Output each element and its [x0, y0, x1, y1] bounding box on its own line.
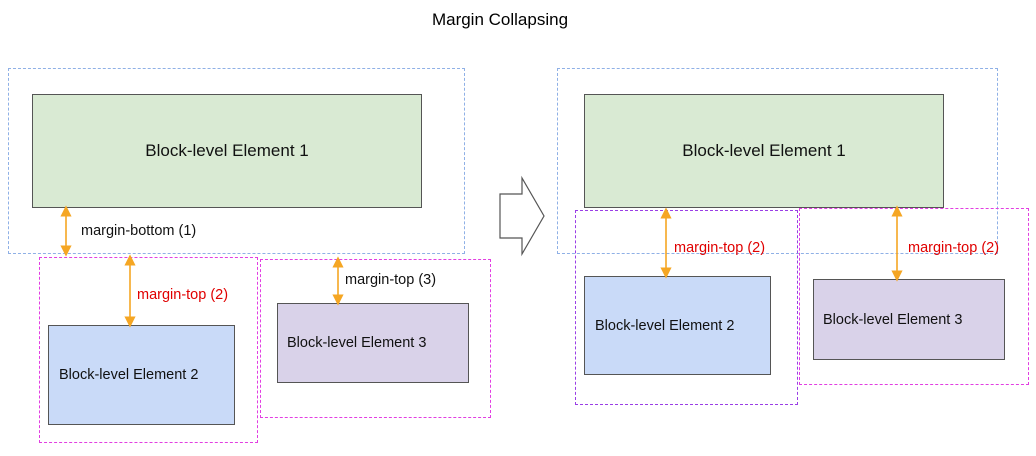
- right-block-element-2-label: Block-level Element 2: [595, 317, 735, 334]
- right-margin-top-2a-label: margin-top (2): [674, 240, 766, 256]
- right-block-element-1: Block-level Element 1: [584, 94, 944, 208]
- left-block-element-3: Block-level Element 3: [277, 303, 469, 383]
- left-block-element-1: Block-level Element 1: [32, 94, 422, 208]
- right-element1-margin-box: [557, 68, 998, 254]
- left-margin-top-3-label: margin-top (3): [345, 272, 437, 288]
- left-margin-bottom-label: margin-bottom (1): [81, 223, 197, 239]
- diagram-title: Margin Collapsing: [431, 10, 569, 29]
- left-element2-margin-box: [39, 257, 258, 443]
- right-block-element-3: Block-level Element 3: [813, 279, 1005, 360]
- right-margin-top-2b-label: margin-top (2): [908, 240, 1000, 256]
- left-block-element-2: Block-level Element 2: [48, 325, 235, 425]
- left-block-element-2-label: Block-level Element 2: [59, 367, 199, 383]
- left-margin-top-2-label: margin-top (2): [137, 287, 229, 303]
- left-block-element-3-label: Block-level Element 3: [287, 335, 427, 351]
- right-element2-margin-box: [575, 210, 798, 405]
- right-block-element-3-label: Block-level Element 3: [823, 311, 963, 328]
- right-element3-margin-box: [799, 208, 1029, 385]
- right-arrow-icon: [499, 175, 545, 257]
- right-block-element-2: Block-level Element 2: [584, 276, 771, 375]
- left-element1-margin-box: [8, 68, 465, 254]
- left-block-element-1-label: Block-level Element 1: [145, 141, 309, 160]
- left-element3-margin-box: [260, 259, 491, 418]
- right-block-element-1-label: Block-level Element 1: [682, 141, 846, 160]
